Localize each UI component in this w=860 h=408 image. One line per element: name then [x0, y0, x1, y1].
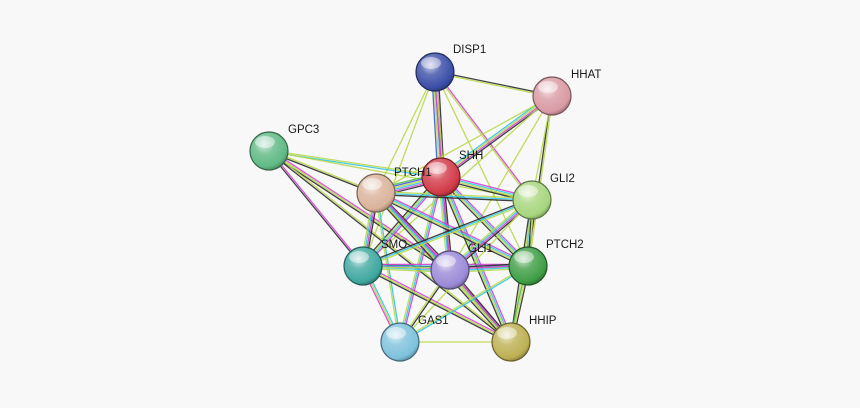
node-label: DISP1: [453, 44, 486, 56]
node-circle[interactable]: [532, 76, 572, 116]
edge-line-black: [362, 197, 532, 266]
edge-line-yellow: [268, 150, 451, 271]
edge-line-black: [361, 266, 511, 345]
node-ptch2[interactable]: PTCH2: [508, 239, 584, 286]
edge-gpc3-hhip: [268, 149, 512, 344]
edge-hhat-shh: [439, 93, 554, 180]
node-gas1[interactable]: GAS1: [380, 315, 449, 362]
node-ptch1[interactable]: PTCH1: [356, 167, 432, 213]
edge-line-yellow: [440, 94, 552, 177]
edge-line-magenta: [363, 263, 513, 342]
edge-line-black: [438, 177, 510, 344]
edge-line-black: [268, 151, 511, 344]
edge-line-cyan: [399, 176, 442, 343]
node-highlight: [427, 162, 447, 174]
edge-line-yellow: [362, 265, 512, 343]
edge-gpc3-smo: [267, 150, 365, 267]
node-highlight: [362, 178, 382, 190]
node-gli1[interactable]: GLI1: [430, 243, 493, 290]
node-gpc3[interactable]: GPC3: [249, 124, 319, 171]
node-circle[interactable]: [343, 246, 383, 286]
edge-line-magenta: [269, 150, 365, 266]
edge-line-black: [267, 151, 450, 272]
edge-disp1-hhat: [434, 70, 553, 98]
node-label: GPC3: [288, 124, 319, 136]
edges-layer: [267, 70, 554, 345]
node-hhat[interactable]: HHAT: [532, 69, 601, 116]
node-circle[interactable]: [380, 322, 420, 362]
node-label: HHAT: [571, 69, 601, 81]
edge-line-yellow: [439, 177, 528, 268]
node-disp1[interactable]: DISP1: [415, 44, 486, 92]
edge-line-yellow: [434, 71, 529, 267]
node-circle[interactable]: [415, 52, 455, 92]
node-highlight: [518, 185, 538, 197]
edge-line-yellow: [528, 96, 554, 267]
edge-line-yellow: [433, 72, 532, 201]
node-label: GAS1: [418, 315, 449, 327]
edge-line-black: [438, 178, 527, 269]
edge-line-cyan: [362, 199, 533, 267]
node-gli2[interactable]: GLI2: [512, 173, 575, 220]
edge-disp1-gli2: [433, 71, 534, 201]
edge-line-yellow: [269, 149, 442, 177]
edge-line-black: [267, 151, 363, 267]
edge-line-magenta: [441, 96, 553, 179]
node-circle[interactable]: [430, 250, 470, 290]
node-highlight: [421, 57, 441, 69]
edge-line-yellow: [399, 264, 528, 342]
node-highlight: [255, 136, 275, 148]
edge-line-yellow: [434, 72, 552, 98]
edge-shh-hhip: [438, 175, 514, 344]
edge-line-magenta: [400, 177, 444, 343]
node-label: GLI2: [550, 173, 575, 185]
node-smo[interactable]: SMO: [343, 239, 407, 286]
node-circle[interactable]: [512, 180, 552, 220]
edge-line-yellow: [439, 177, 511, 343]
edge-shh-gas1: [397, 176, 444, 343]
edge-gli2-smo: [362, 197, 533, 269]
node-highlight: [436, 255, 456, 267]
edge-line-yellow: [269, 149, 512, 342]
edge-line-black: [375, 193, 532, 203]
edge-line-black: [435, 70, 553, 96]
node-highlight: [514, 251, 534, 263]
edge-line-cyan: [375, 192, 533, 201]
node-label: SHH: [459, 150, 483, 162]
edge-gpc3-gli1: [267, 149, 452, 272]
edge-line-yellow: [376, 190, 533, 200]
edge-line-magenta: [435, 71, 534, 200]
node-hhip[interactable]: HHIP: [491, 315, 557, 362]
node-circle[interactable]: [508, 246, 548, 286]
edge-line-magenta: [269, 149, 452, 270]
edge-ptch2-gas1: [399, 264, 529, 344]
edge-smo-hhip: [361, 263, 513, 345]
edge-line-cyan: [400, 266, 529, 344]
node-circle[interactable]: [421, 157, 461, 197]
edge-line-magenta: [376, 190, 530, 265]
node-circle[interactable]: [491, 322, 531, 362]
node-highlight: [497, 327, 517, 339]
edge-line-yellow: [397, 176, 441, 342]
node-circle[interactable]: [356, 173, 396, 213]
edge-disp1-ptch2: [434, 71, 529, 267]
node-label: PTCH2: [546, 239, 584, 251]
node-label: GLI1: [468, 243, 493, 255]
node-shh[interactable]: SHH: [421, 150, 483, 197]
edge-line-yellow: [363, 200, 533, 269]
edge-ptch1-gli2: [375, 190, 533, 203]
node-label: HHIP: [529, 315, 557, 327]
node-label: SMO: [381, 239, 407, 251]
node-highlight: [538, 81, 558, 93]
node-circle[interactable]: [249, 131, 289, 171]
node-highlight: [386, 327, 406, 339]
node-label: PTCH1: [394, 167, 432, 179]
edge-line-cyan: [441, 175, 530, 266]
node-highlight: [349, 251, 369, 263]
